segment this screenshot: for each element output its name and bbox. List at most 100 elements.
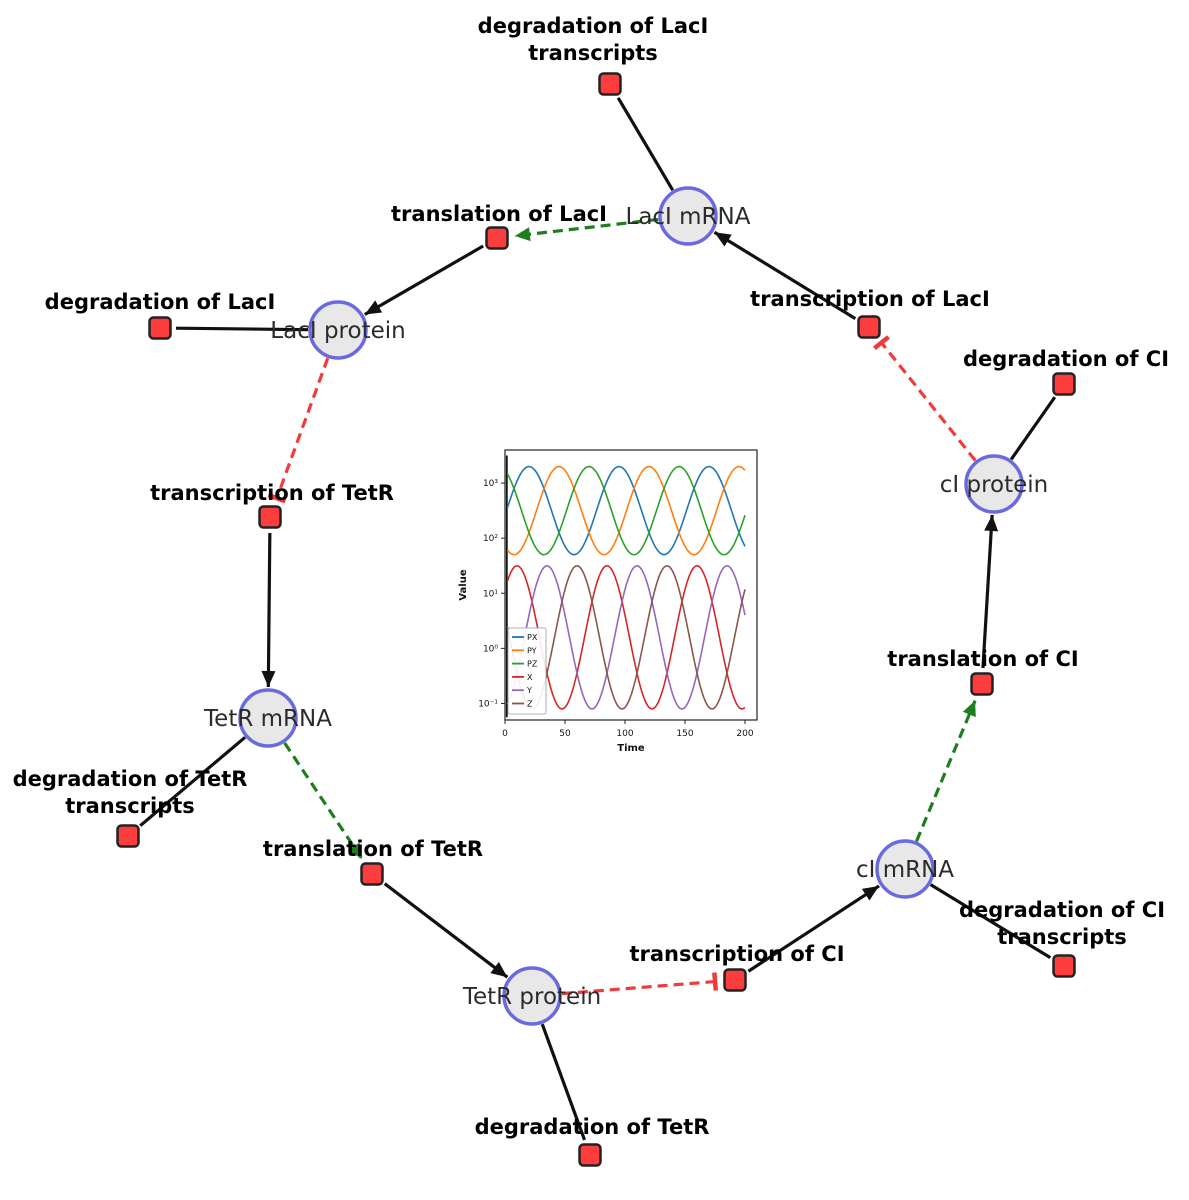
species-node-ci_mrna[interactable]: cI mRNA	[856, 839, 954, 899]
legend-label-PZ: PZ	[527, 660, 538, 669]
series-Z	[506, 565, 746, 710]
reaction-node-translation_laci[interactable]: translation of LacI	[391, 202, 607, 250]
reaction-label: translation of CI	[887, 647, 1078, 671]
reaction-label: degradation of CI	[959, 898, 1165, 922]
reaction-label: transcripts	[528, 41, 658, 65]
reaction-square[interactable]	[116, 824, 140, 848]
species-node-laci_mrna[interactable]: LacI mRNA	[626, 186, 751, 246]
y-tick-label: 10³	[483, 479, 498, 489]
y-tick-label: 10²	[483, 534, 498, 544]
reaction-label: degradation of CI	[963, 347, 1169, 371]
legend-label-Y: Y	[526, 686, 532, 695]
species-label: cI protein	[940, 472, 1049, 498]
modifier-edge-ci_mrna-to-translation_ci	[915, 700, 977, 842]
reaction-node-translation_tetr[interactable]: translation of TetR	[263, 837, 483, 886]
edges-layer	[139, 96, 1057, 1141]
consumption-edge-laci_protein-to-deg_laci	[175, 326, 309, 332]
species-label: LacI protein	[270, 318, 405, 344]
legend-label-X: X	[527, 673, 533, 682]
y-tick-label: 10¹	[483, 589, 498, 599]
series-PZ	[506, 465, 746, 556]
reaction-label: transcription of LacI	[750, 287, 990, 311]
inhibition-edge-tetr_protein-to-transcription_ci	[561, 972, 719, 996]
species-circle[interactable]	[875, 839, 935, 899]
species-label: LacI mRNA	[626, 204, 751, 230]
reaction-square[interactable]	[857, 315, 881, 339]
species-circle[interactable]	[308, 300, 368, 360]
reaction-square[interactable]	[598, 72, 622, 96]
reaction-label: degradation of TetR	[475, 1115, 710, 1139]
x-tick-label: 0	[502, 729, 508, 739]
reaction-node-deg_tetr[interactable]: degradation of TetR	[475, 1115, 710, 1167]
series-Y	[506, 564, 746, 710]
inhibition-edge-laci_protein-to-transcription_tetr	[267, 357, 330, 504]
reaction-node-deg_laci_tx[interactable]: degradation of LacI transcripts	[478, 14, 709, 96]
reaction-square[interactable]	[148, 316, 172, 340]
reaction-node-translation_ci[interactable]: translation of CI	[887, 647, 1079, 696]
species-node-ci_protein[interactable]: cI protein	[940, 454, 1049, 514]
reaction-label: translation of TetR	[263, 837, 483, 861]
reaction-square[interactable]	[485, 226, 509, 250]
legend-label-Z: Z	[527, 700, 533, 709]
series-PY	[506, 465, 746, 556]
series-PX	[506, 465, 746, 556]
reaction-square[interactable]	[1052, 954, 1076, 978]
reaction-square[interactable]	[723, 968, 747, 992]
reaction-node-deg_ci[interactable]: degradation of CI	[963, 347, 1169, 396]
reaction-label: transcripts	[65, 794, 195, 818]
reaction-label: translation of LacI	[391, 202, 607, 226]
reaction-node-deg_ci_tx[interactable]: degradation of CI transcripts	[959, 898, 1165, 978]
production-edge-translation_laci-to-laci_protein	[364, 244, 484, 316]
production-edge-translation_ci-to-ci_protein	[981, 514, 999, 669]
reaction-label: degradation of TetR	[13, 767, 248, 791]
reaction-label: degradation of LacI	[478, 14, 709, 38]
production-edge-transcription_laci-to-laci_mrna	[713, 230, 857, 320]
inhibition-edge-ci_protein-to-transcription_laci	[873, 335, 977, 462]
reaction-square[interactable]	[1052, 372, 1076, 396]
reaction-label: degradation of LacI	[45, 290, 276, 314]
legend-label-PY: PY	[527, 646, 537, 655]
x-tick-label: 150	[676, 729, 693, 739]
x-tick-label: 200	[736, 729, 753, 739]
consumption-edge-ci_mrna-to-deg_ci_tx	[929, 883, 1052, 960]
consumption-edge-ci_protein-to-deg_ci	[1009, 396, 1057, 461]
reaction-label: transcripts	[997, 925, 1127, 949]
reaction-node-transcription_tetr[interactable]: transcription of TetR	[150, 481, 394, 529]
species-label: TetR mRNA	[203, 706, 332, 732]
species-node-tetr_protein[interactable]: TetR protein	[462, 966, 601, 1026]
reaction-square[interactable]	[360, 862, 384, 886]
consumption-edge-laci_mrna-to-deg_laci_tx	[616, 96, 675, 191]
species-node-tetr_mrna[interactable]: TetR mRNA	[203, 688, 332, 748]
reaction-node-transcription_ci[interactable]: transcription of CI	[629, 942, 845, 992]
reaction-square[interactable]	[578, 1143, 602, 1167]
x-axis-title: Time	[617, 743, 645, 754]
reaction-square[interactable]	[258, 505, 282, 529]
reaction-node-deg_tetr_tx[interactable]: degradation of TetR transcripts	[13, 767, 248, 848]
consumption-edge-tetr_mrna-to-deg_tetr_tx	[139, 736, 247, 827]
production-edge-transcription_tetr-to-tetr_mrna	[261, 532, 276, 688]
consumption-edge-tetr_protein-to-deg_tetr	[540, 1023, 587, 1141]
y-tick-label: 10⁻¹	[478, 699, 498, 709]
species-node-laci_protein[interactable]: LacI protein	[270, 300, 406, 360]
species-label: cI mRNA	[856, 857, 954, 883]
reaction-square[interactable]	[970, 672, 994, 696]
reaction-label: transcription of CI	[629, 942, 844, 966]
reaction-node-deg_laci[interactable]: degradation of LacI	[45, 290, 276, 340]
reaction-node-transcription_laci[interactable]: transcription of LacI	[750, 287, 990, 339]
species-label: TetR protein	[462, 984, 601, 1010]
species-circle[interactable]	[238, 688, 298, 748]
modifier-edge-tetr_mrna-to-translation_tetr	[283, 742, 364, 860]
modifier-edge-laci_mrna-to-translation_laci	[514, 217, 659, 242]
production-edge-translation_tetr-to-tetr_protein	[383, 882, 509, 979]
y-tick-label: 10⁰	[483, 644, 498, 654]
species-circle[interactable]	[502, 966, 562, 1026]
species-circle[interactable]	[658, 186, 718, 246]
production-edge-transcription_ci-to-ci_mrna	[747, 884, 880, 973]
species-circle[interactable]	[964, 454, 1024, 514]
